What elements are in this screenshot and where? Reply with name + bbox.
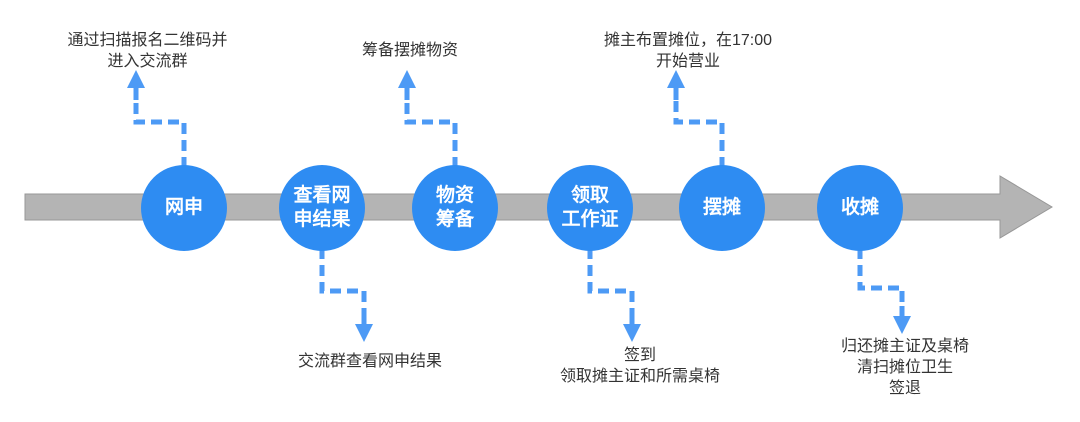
step-label: 网申 (164, 197, 203, 219)
annotation-step-0: 通过扫描报名二维码并 进入交流群 (67, 32, 228, 70)
connector-step-1 (319, 248, 367, 314)
connector-step-5 (857, 248, 905, 308)
connector-step-2-arrowhead-icon (398, 70, 416, 88)
connector-step-0 (133, 98, 187, 168)
annotation-step-3: 签到 领取摊主证和所需桌椅 (559, 347, 720, 385)
annotation-step-1: 交流群查看网申结果 (297, 353, 442, 370)
connector-step-0-arrowhead-icon (127, 70, 145, 88)
annotation-step-2: 筹备摆摊物资 (361, 42, 458, 59)
connector-step-2 (404, 98, 458, 168)
step-circle-set-up-stall: 摆摊 (679, 165, 765, 251)
connector-step-5-arrowhead-icon (893, 316, 911, 334)
step-circle-check-result: 查看网 申结果 (279, 165, 365, 251)
step-circle-online-application: 网申 (141, 165, 227, 251)
annotation-step-4: 摊主布置摊位，在17:00 开始营业 (603, 32, 773, 70)
connector-step-4 (673, 98, 725, 168)
connector-step-3-arrowhead-icon (623, 324, 641, 342)
step-circle-prepare-supplies: 物资 筹备 (412, 165, 498, 251)
step-circle-get-work-permit: 领取 工作证 (547, 165, 633, 251)
annotation-step-5: 归还摊主证及桌椅 清扫摊位卫生 签退 (840, 338, 969, 397)
step-label: 查看网 申结果 (293, 185, 351, 230)
connector-step-3 (587, 248, 635, 314)
step-label: 收摊 (840, 197, 879, 219)
step-label: 领取 工作证 (561, 185, 619, 230)
step-label: 物资 筹备 (435, 185, 474, 230)
connector-step-4-arrowhead-icon (667, 70, 685, 88)
step-label: 摆摊 (702, 197, 741, 219)
connector-step-1-arrowhead-icon (355, 324, 373, 342)
step-circle-close-stall: 收摊 (817, 165, 903, 251)
